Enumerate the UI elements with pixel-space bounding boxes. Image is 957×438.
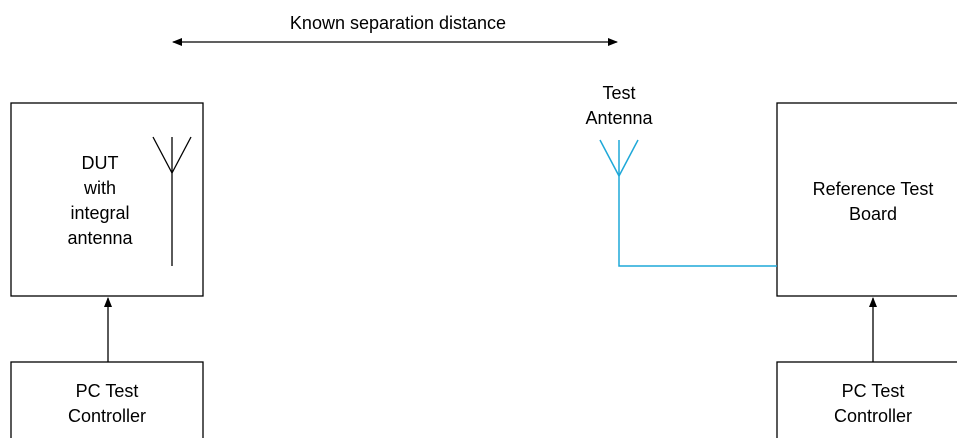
test-antenna-label-line-1: Test	[602, 83, 636, 103]
dut-label-line-1: DUT	[81, 153, 119, 173]
dut-label-line-4: antenna	[67, 228, 133, 248]
dut-antenna-icon	[152, 136, 192, 266]
pc-controller-left-label: PC Test Controller	[27, 379, 187, 429]
dut-box	[10, 102, 204, 297]
test-antenna-icon	[599, 139, 639, 177]
reference-board-box	[776, 102, 957, 297]
pc-controller-right-label: PC Test Controller	[793, 379, 953, 429]
test-antenna-label: Test Antenna	[559, 81, 679, 131]
reference-board-label-line-2: Board	[848, 204, 898, 224]
reference-board-label: Reference Test Board	[785, 177, 957, 227]
pc-controller-left-line-1: PC Test	[75, 381, 139, 401]
pc-controller-right-line-1: PC Test	[841, 381, 905, 401]
test-antenna-label-line-2: Antenna	[585, 108, 653, 128]
pc-controller-left-box	[10, 361, 204, 438]
antenna-cable	[618, 176, 777, 267]
reference-board-label-line-1: Reference Test	[812, 179, 934, 199]
separation-label-text: Known separation distance	[289, 13, 507, 33]
pc-controller-right-line-2: Controller	[833, 406, 913, 426]
dut-label-line-2: with	[83, 178, 116, 198]
dut-label: DUT with integral antenna	[40, 151, 160, 251]
pc-controller-left-line-2: Controller	[67, 406, 147, 426]
dut-label-line-3: integral	[70, 203, 130, 223]
separation-label: Known separation distance	[238, 10, 558, 36]
